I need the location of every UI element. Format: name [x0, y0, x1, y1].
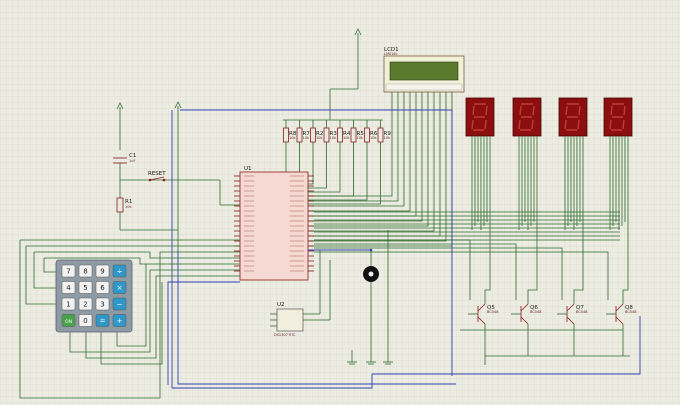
buzzer[interactable] [363, 250, 379, 362]
ground-symbol [366, 361, 376, 365]
seven-segment-display[interactable] [603, 97, 633, 230]
seven-segment-display[interactable] [465, 97, 495, 230]
reset-switch[interactable]: RESET [148, 171, 166, 182]
keypad-key[interactable]: 5 [78, 281, 93, 294]
resistor-label: R8 [289, 131, 297, 137]
transistor-label: Q6 [530, 305, 538, 311]
keypad-key[interactable]: ÷ [112, 264, 127, 278]
resistor-label: R2 [316, 131, 323, 137]
keypad-key-label: 2 [83, 301, 87, 309]
u2-model: DS1307 RTC [274, 333, 296, 337]
keypad-key-label: − [117, 301, 123, 309]
resistor-value: 10k [316, 136, 323, 140]
resistor-label: R7 [303, 131, 311, 137]
keypad-key[interactable]: 4 [61, 281, 76, 294]
transistor-label: Q8 [625, 305, 633, 311]
keypad-key-label: 5 [83, 284, 87, 292]
seven-segment-display[interactable] [558, 97, 588, 230]
keypad-key[interactable]: + [112, 314, 127, 327]
keypad-key[interactable]: 8 [78, 264, 93, 278]
keypad-key-label: 3 [100, 301, 104, 309]
keypad-key-label: 0 [83, 317, 87, 325]
bus-line [171, 110, 641, 389]
keypad-key[interactable]: 0 [78, 314, 93, 327]
keypad-key-label: × [117, 284, 123, 292]
keypad-key[interactable]: × [112, 281, 127, 294]
resistor-r1[interactable]: R1 10k [116, 180, 178, 231]
resistor-value: 10k [384, 136, 391, 140]
lcd-screen [389, 61, 459, 81]
c1-label: C1 [129, 153, 136, 159]
transistor-model: BC548 [530, 310, 541, 314]
keypad-key-label: ON [65, 319, 72, 325]
keypad-key[interactable]: 6 [95, 281, 110, 294]
keypad-key-label: 4 [66, 284, 71, 292]
resistor-value: 10k [370, 136, 377, 140]
c1-value: 1uF [129, 159, 135, 163]
power-terminal[interactable] [116, 102, 124, 150]
resistor-label: R5 [357, 131, 365, 137]
resistor-value: 10k [343, 136, 350, 140]
transistor-label: Q5 [487, 305, 495, 311]
lcd-display[interactable]: LCD1 LM016L [383, 47, 465, 93]
lcd-model: LM016L [384, 52, 398, 56]
power-terminal[interactable] [354, 28, 362, 89]
resistor-label: R6 [370, 131, 378, 137]
keypad-key-label: 1 [66, 301, 70, 309]
keypad-key[interactable]: 2 [78, 297, 93, 311]
resistor-value: 10k [303, 136, 310, 140]
keypad-key-label: + [117, 317, 123, 325]
keypad-key-label: 7 [66, 268, 70, 276]
transistor-model: BC548 [487, 310, 498, 314]
ground-symbol [383, 230, 393, 365]
resistor-value: 10k [357, 136, 364, 140]
keypad-key[interactable]: − [112, 297, 127, 311]
capacitor-c1[interactable]: C1 1uF [113, 153, 220, 181]
keypad-key[interactable]: ON [61, 314, 76, 327]
seven-segment-display[interactable] [512, 97, 542, 230]
microcontroller-u1[interactable]: U1 [234, 166, 314, 281]
resistor-value: 10k [289, 136, 296, 140]
transistor-model: BC548 [576, 310, 587, 314]
reset-label: RESET [148, 171, 166, 177]
keypad-key-label: = [100, 317, 106, 325]
resistor-label: R9 [384, 131, 392, 137]
keypad-key-label: 9 [100, 268, 104, 276]
u1-label: U1 [244, 166, 252, 172]
keypad-key-label: 8 [83, 268, 87, 276]
r1-value: 10k [125, 205, 132, 209]
keypad-key-label: ÷ [117, 268, 123, 276]
power-terminal[interactable] [174, 101, 182, 250]
ground-symbol [347, 350, 357, 365]
rtc-u2[interactable]: U2 DS1307 RTC [270, 302, 320, 337]
keypad-key[interactable]: 1 [61, 297, 76, 311]
keypad-key[interactable]: 7 [61, 264, 76, 278]
resistor-label: R3 [330, 131, 338, 137]
keypad-key-label: 6 [100, 284, 105, 292]
u2-label: U2 [277, 302, 285, 308]
lcd-label: LCD1 [384, 47, 399, 53]
resistor-label: R4 [343, 131, 351, 137]
transistor-model: BC548 [625, 310, 636, 314]
transistor-label: Q7 [576, 305, 584, 311]
keypad-key[interactable]: = [95, 314, 110, 327]
keypad-key[interactable]: 3 [95, 297, 110, 311]
resistor-value: 10k [330, 136, 337, 140]
r1-label: R1 [125, 199, 132, 205]
keypad-key[interactable]: 9 [95, 264, 110, 278]
keypad[interactable]: 7 8 9 ÷ 4 5 6 × 1 2 3 − ON 0 = + [55, 259, 133, 333]
